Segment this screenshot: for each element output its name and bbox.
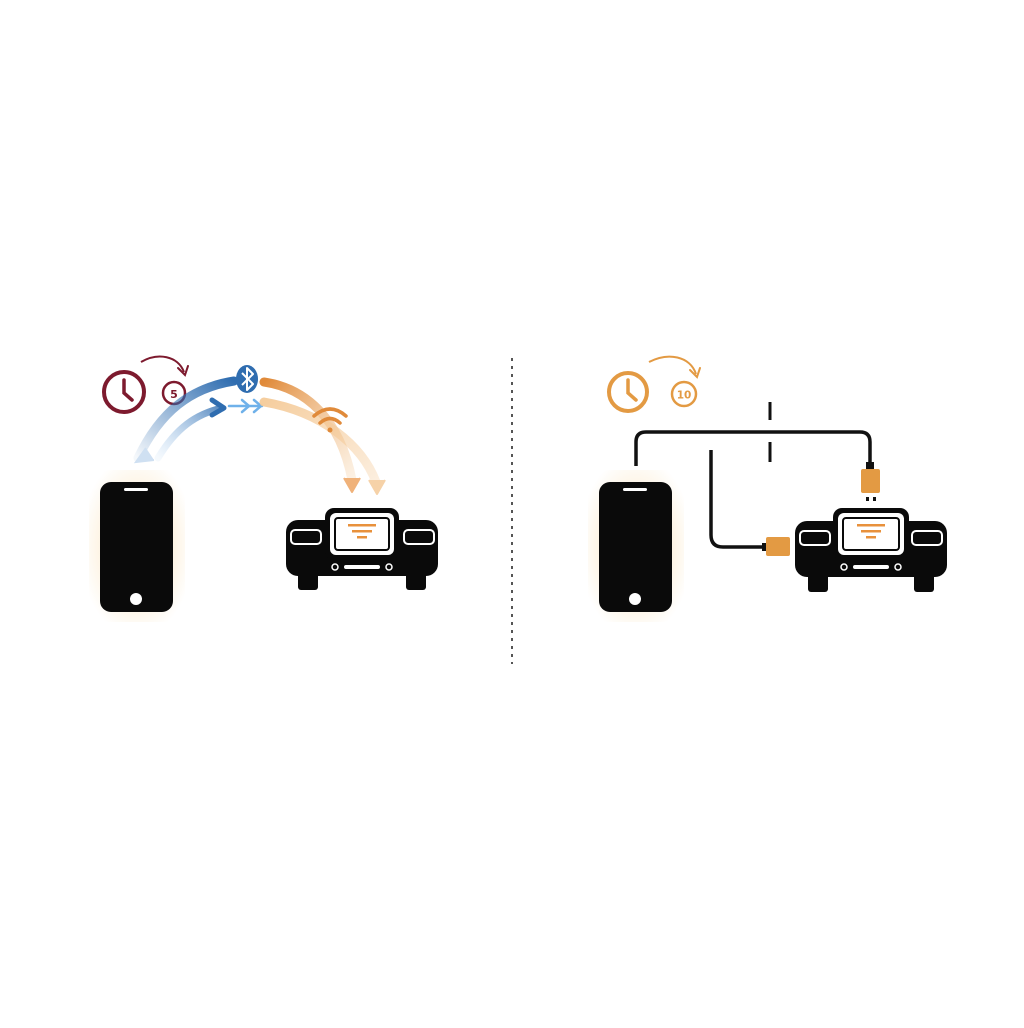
usb-connector-icon xyxy=(861,462,880,501)
smartphone-icon xyxy=(89,470,185,622)
curved-arrow-icon xyxy=(140,355,185,373)
clock-icon xyxy=(102,370,146,414)
car-stereo-icon xyxy=(286,508,438,590)
smartphone-icon xyxy=(588,470,684,622)
bluetooth-icon xyxy=(236,365,258,393)
bluetooth-signal-arc-inner xyxy=(154,404,226,462)
data-transfer-arrows xyxy=(227,398,264,414)
svg-text:10: 10 xyxy=(677,390,692,402)
usb-cable-secondary xyxy=(709,450,764,549)
car-stereo-icon xyxy=(795,508,947,592)
bluetooth-signal-arc xyxy=(133,376,239,463)
curved-arrow-icon xyxy=(648,355,697,375)
wifi-icon xyxy=(312,407,348,433)
wired-panel: 10 xyxy=(588,355,947,622)
clock-icon xyxy=(607,371,649,413)
svg-text:5: 5 xyxy=(170,388,178,401)
usb-cable xyxy=(634,430,872,466)
time-badge: 10 xyxy=(670,380,698,408)
usb-connector-icon-secondary xyxy=(762,537,790,556)
wireless-panel: 5 xyxy=(89,355,438,622)
wifi-signal-arc xyxy=(259,377,357,485)
wifi-signal-arc-outer xyxy=(259,397,381,487)
